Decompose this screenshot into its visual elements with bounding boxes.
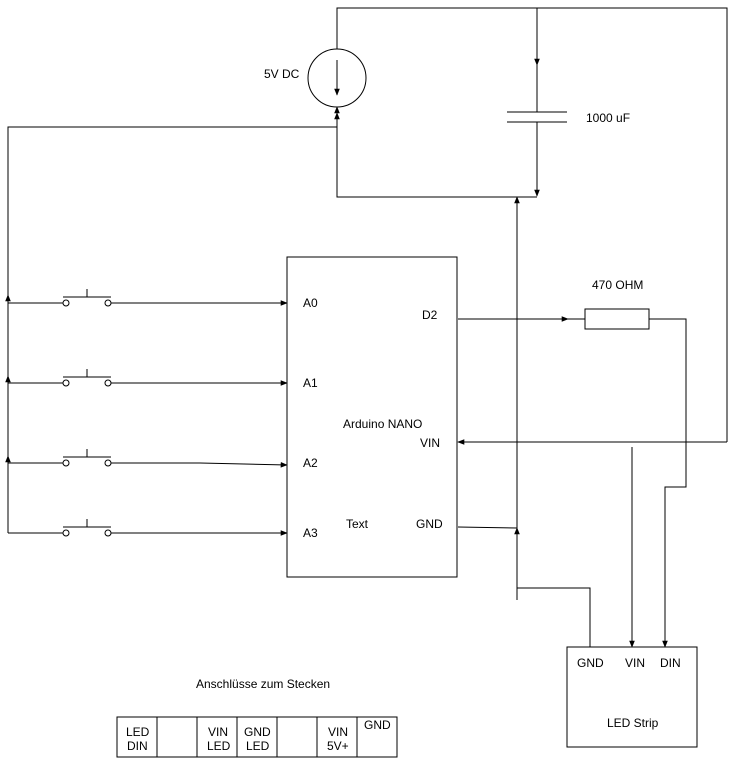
cell-3-line1: GND bbox=[244, 725, 271, 739]
wire-gnd bbox=[457, 526, 518, 529]
pushbutton-a1 bbox=[8, 369, 288, 387]
cell-0-line2: DIN bbox=[127, 739, 148, 753]
resistor bbox=[584, 308, 650, 330]
source-label: 5V DC bbox=[264, 67, 300, 81]
strip-pin-din: DIN bbox=[660, 656, 681, 670]
pin-a2: A2 bbox=[303, 456, 318, 470]
pin-d2: D2 bbox=[422, 308, 438, 322]
cell-5-line2: 5V+ bbox=[327, 739, 349, 753]
arduino-nano-box bbox=[286, 256, 458, 578]
wire-source-return bbox=[336, 114, 537, 198]
pin-gnd: GND bbox=[416, 517, 443, 531]
cell-2-line2: LED bbox=[207, 739, 231, 753]
cell-0-line1: LED bbox=[126, 725, 150, 739]
strip-pin-gnd: GND bbox=[577, 656, 604, 670]
cell-6-line1: GND bbox=[364, 718, 391, 732]
pin-a1: A1 bbox=[303, 376, 318, 390]
cell-5-line1: VIN bbox=[328, 725, 348, 739]
wire-resistor-din bbox=[649, 318, 687, 647]
connector-table bbox=[116, 716, 398, 758]
strip-pin-vin: VIN bbox=[625, 656, 645, 670]
led-strip-box bbox=[566, 646, 698, 748]
pushbutton-a3 bbox=[8, 519, 288, 537]
pin-a0: A0 bbox=[303, 296, 318, 310]
pushbutton-a0 bbox=[8, 289, 288, 307]
wire-left-bus bbox=[7, 126, 337, 533]
wire-gnd-strip bbox=[516, 587, 591, 647]
resistor-label: 470 OHM bbox=[592, 278, 643, 292]
connector-title: Anschlüsse zum Stecken bbox=[196, 677, 330, 691]
pin-a3: A3 bbox=[303, 526, 318, 540]
cell-3-line2: LED bbox=[246, 739, 270, 753]
cell-2-line1: VIN bbox=[208, 725, 228, 739]
pushbutton-a2 bbox=[8, 449, 288, 468]
pin-vin: VIN bbox=[420, 436, 440, 450]
arduino-text: Text bbox=[346, 517, 369, 531]
wire-top-loop bbox=[336, 7, 728, 442]
strip-title: LED Strip bbox=[607, 716, 659, 730]
capacitor-label: 1000 uF bbox=[586, 111, 630, 125]
dc-source bbox=[307, 48, 367, 108]
arduino-title: Arduino NANO bbox=[343, 417, 422, 431]
